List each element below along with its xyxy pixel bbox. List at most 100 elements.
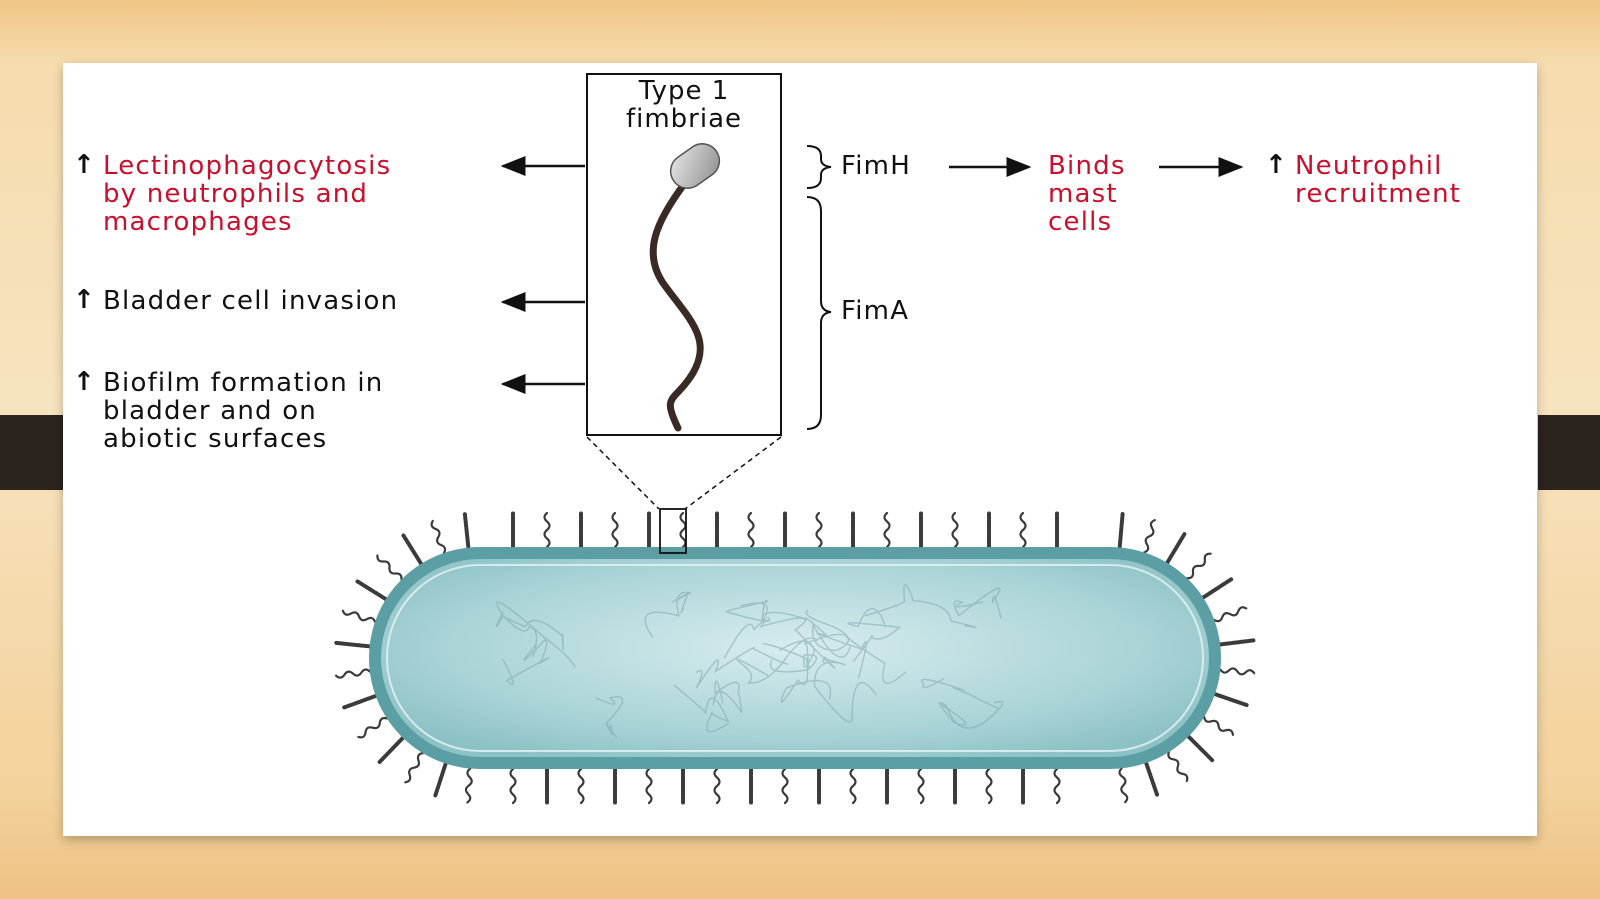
fimh-brace	[806, 145, 832, 189]
dna-strand	[495, 610, 565, 651]
dna-strand	[595, 696, 624, 739]
effect-3-line-2: bladder and on	[103, 396, 317, 426]
dna-strand	[723, 617, 836, 669]
dna-strand	[644, 591, 693, 638]
surface-fimbria	[333, 640, 372, 649]
fima-brace	[806, 196, 832, 430]
effect-1-line-1: Lectinophagocytosis	[103, 151, 392, 181]
zoom-line-right	[684, 436, 782, 510]
effect-bladder-invasion: Bladder cell invasion	[103, 287, 398, 315]
dna-strand	[712, 680, 743, 713]
surface-fimbria	[377, 735, 405, 765]
fimbria-box-title-line2: fimbriae	[625, 104, 743, 134]
surface-fimbria	[1212, 692, 1250, 708]
surface-fimbria	[1143, 518, 1156, 554]
fimbria-zoom-box	[586, 73, 782, 436]
surface-fimbria	[781, 767, 789, 805]
dna-strand	[769, 640, 818, 673]
effect-lectinophagocytosis: Lectinophagocytosis by neutrophils and m…	[103, 152, 391, 236]
surface-fimbria	[1186, 552, 1212, 580]
surface-fimbria	[1144, 760, 1160, 798]
fimbria-box-title-line1: Type 1	[638, 76, 730, 106]
effect-1-line-3: macrophages	[103, 207, 293, 237]
surface-fimbria	[355, 579, 388, 602]
surface-fimbriae	[333, 511, 1256, 805]
highlighted-fimbria-box	[659, 508, 687, 554]
surface-fimbria	[1053, 767, 1061, 805]
label-fimh: FimH	[841, 151, 911, 181]
surface-fimbria	[883, 511, 891, 549]
dna-strand	[805, 609, 851, 658]
surface-fimbria	[985, 767, 993, 805]
surface-fimbria	[1019, 511, 1027, 549]
surface-fimbria	[357, 716, 389, 739]
effect-2-line-1: Bladder cell invasion	[103, 286, 399, 316]
label-binds-mast-cells: Binds mast cells	[1048, 152, 1126, 236]
surface-fimbria	[462, 511, 471, 550]
surface-fimbria	[849, 767, 857, 805]
surface-fimbria	[401, 533, 424, 566]
fimh-tip	[669, 143, 721, 189]
surface-fimbria	[404, 752, 424, 784]
surface-fimbria	[543, 511, 551, 549]
surface-fimbria	[1186, 734, 1215, 763]
effect-biofilm-formation: Biofilm formation in bladder and on abio…	[103, 369, 383, 453]
dna-strand	[502, 639, 550, 685]
surface-fimbria	[645, 767, 653, 805]
surface-fimbria	[1117, 511, 1125, 550]
surface-fimbria	[815, 511, 823, 549]
surface-fimbria	[341, 693, 378, 710]
dna-strand	[736, 637, 818, 684]
surface-fimbria	[1118, 767, 1129, 804]
pathway-step1-line-1: Binds	[1048, 151, 1126, 181]
dna-strand	[847, 607, 902, 662]
up-arrow-icon: ↑	[73, 367, 95, 397]
effect-3-line-3: abiotic surfaces	[103, 424, 328, 454]
dna-strand	[762, 642, 832, 703]
dna-strand	[695, 646, 789, 689]
label-fima: FimA	[841, 296, 910, 326]
surface-fimbria	[951, 511, 959, 549]
dna-strand	[725, 599, 771, 622]
up-arrow-icon: ↑	[1265, 150, 1287, 180]
dna-strand	[953, 587, 1002, 619]
surface-fimbria	[713, 767, 721, 805]
effect-3-line-1: Biofilm formation in	[103, 368, 384, 398]
right-side-band	[1538, 415, 1600, 490]
label-neutrophil-recruitment: Neutrophil recruitment	[1295, 152, 1461, 208]
surface-fimbria	[376, 554, 403, 581]
surface-fimbria	[1165, 531, 1187, 565]
dna-strand	[761, 611, 868, 679]
fimbria-box-title: Type 1 fimbriae	[587, 77, 781, 133]
up-arrow-icon: ↑	[73, 285, 95, 315]
nucleoid-dna	[495, 583, 1004, 739]
surface-fimbria	[611, 511, 619, 549]
slide: Type 1 fimbriae ↑ Lectinophagocytosis by…	[63, 63, 1537, 836]
dna-strand	[813, 658, 877, 723]
surface-fimbria	[1219, 667, 1256, 676]
pathway-step1-line-3: cells	[1048, 207, 1113, 237]
surface-fimbria	[509, 767, 517, 805]
zoom-line-left	[586, 436, 660, 510]
surface-fimbria	[679, 511, 687, 549]
dna-strand	[673, 684, 730, 733]
dna-strand	[937, 701, 1004, 729]
surface-fimbria	[1201, 577, 1234, 600]
fimbria-shaft	[649, 179, 704, 432]
pathway-step2-line-1: Neutrophil	[1295, 151, 1443, 181]
surface-fimbria	[1213, 606, 1248, 623]
effect-1-line-2: by neutrophils and	[103, 179, 369, 209]
surface-fimbria	[464, 767, 473, 804]
surface-fimbria	[747, 511, 755, 549]
dna-strand	[921, 678, 1000, 710]
surface-fimbria	[341, 609, 377, 623]
up-arrow-icon: ↑	[73, 150, 95, 180]
dna-strand	[864, 583, 977, 629]
surface-fimbria	[334, 668, 371, 679]
surface-fimbria	[917, 767, 925, 805]
surface-fimbria	[1167, 751, 1189, 783]
diagram-canvas	[333, 73, 1256, 805]
pathway-step2-line-2: recruitment	[1295, 179, 1462, 209]
dna-strand	[496, 601, 576, 668]
bacterial-cell	[369, 547, 1221, 769]
